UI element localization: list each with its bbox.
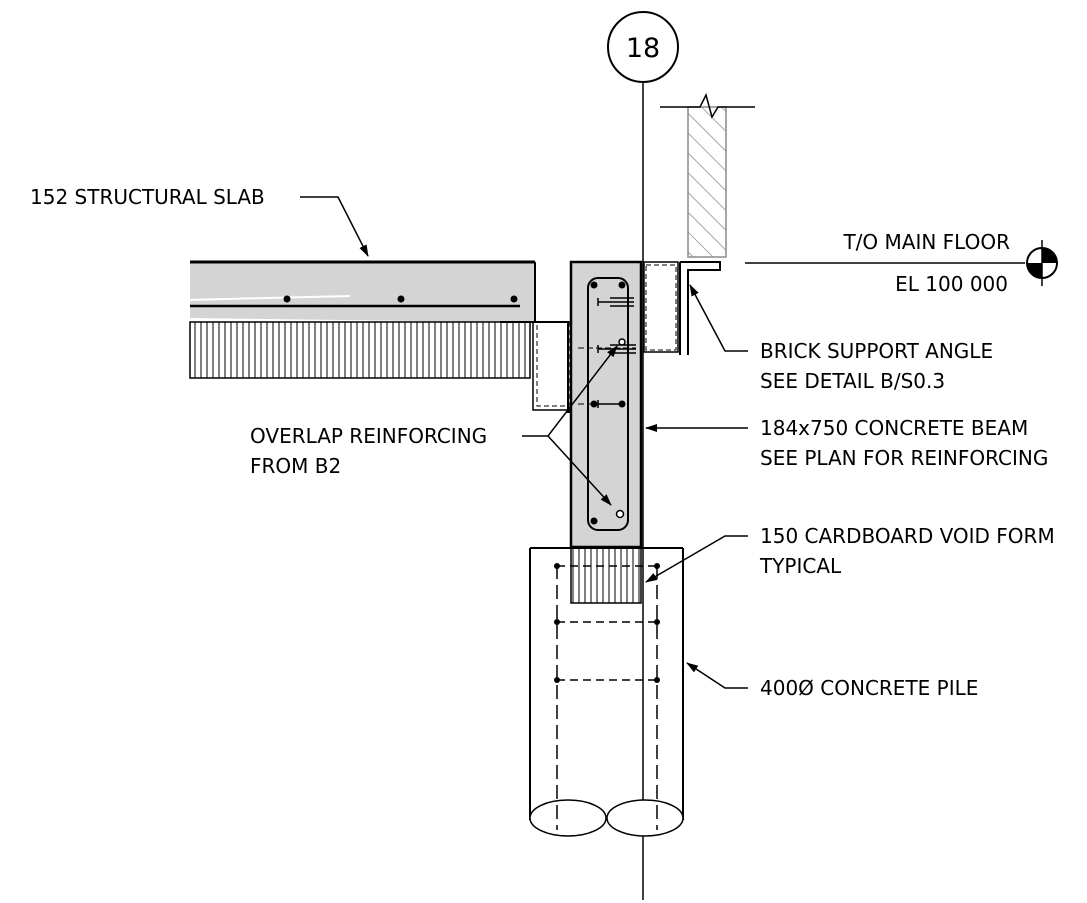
beam-dowels bbox=[578, 297, 636, 408]
leader-void-form bbox=[645, 535, 748, 583]
leader-brick-angle bbox=[689, 284, 748, 352]
leader-slab bbox=[300, 196, 369, 257]
beam-label-line1: 184x750 CONCRETE BEAM bbox=[760, 416, 1028, 440]
brick-angle-label-line1: BRICK SUPPORT ANGLE bbox=[760, 339, 993, 363]
elevation-marker-icon bbox=[1026, 240, 1058, 286]
pile-label: 400Ø CONCRETE PILE bbox=[760, 676, 978, 700]
leader-pile bbox=[686, 662, 748, 689]
slab-connection-angle bbox=[530, 321, 577, 413]
brick-angle-label-line2: SEE DETAIL B/S0.3 bbox=[760, 369, 945, 393]
slab-label: 152 STRUCTURAL SLAB bbox=[30, 185, 265, 209]
void-form-label-line1: 150 CARDBOARD VOID FORM bbox=[760, 524, 1055, 548]
void-form-label-line2: TYPICAL bbox=[759, 554, 842, 578]
cardboard-void-form bbox=[570, 546, 642, 604]
beam-label-line2: SEE PLAN FOR REINFORCING bbox=[760, 446, 1048, 470]
floor-elevation-label: EL 100 000 bbox=[895, 272, 1008, 296]
structural-slab bbox=[184, 260, 536, 323]
grid-bubble-label: 18 bbox=[626, 33, 660, 64]
beam-rebar bbox=[590, 281, 626, 525]
floor-name-label: T/O MAIN FLOOR bbox=[842, 230, 1010, 254]
overlap-label-line2: FROM B2 bbox=[250, 454, 341, 478]
brick-support-angle bbox=[643, 261, 721, 355]
under-slab-void-form bbox=[189, 321, 531, 379]
leader-overlap bbox=[522, 345, 618, 506]
slab-rebar bbox=[283, 295, 518, 303]
grid-bubble: 18 bbox=[607, 11, 679, 83]
overlap-label-line1: OVERLAP REINFORCING bbox=[250, 424, 487, 448]
brick-wall bbox=[660, 92, 755, 258]
concrete-pile bbox=[529, 547, 684, 837]
